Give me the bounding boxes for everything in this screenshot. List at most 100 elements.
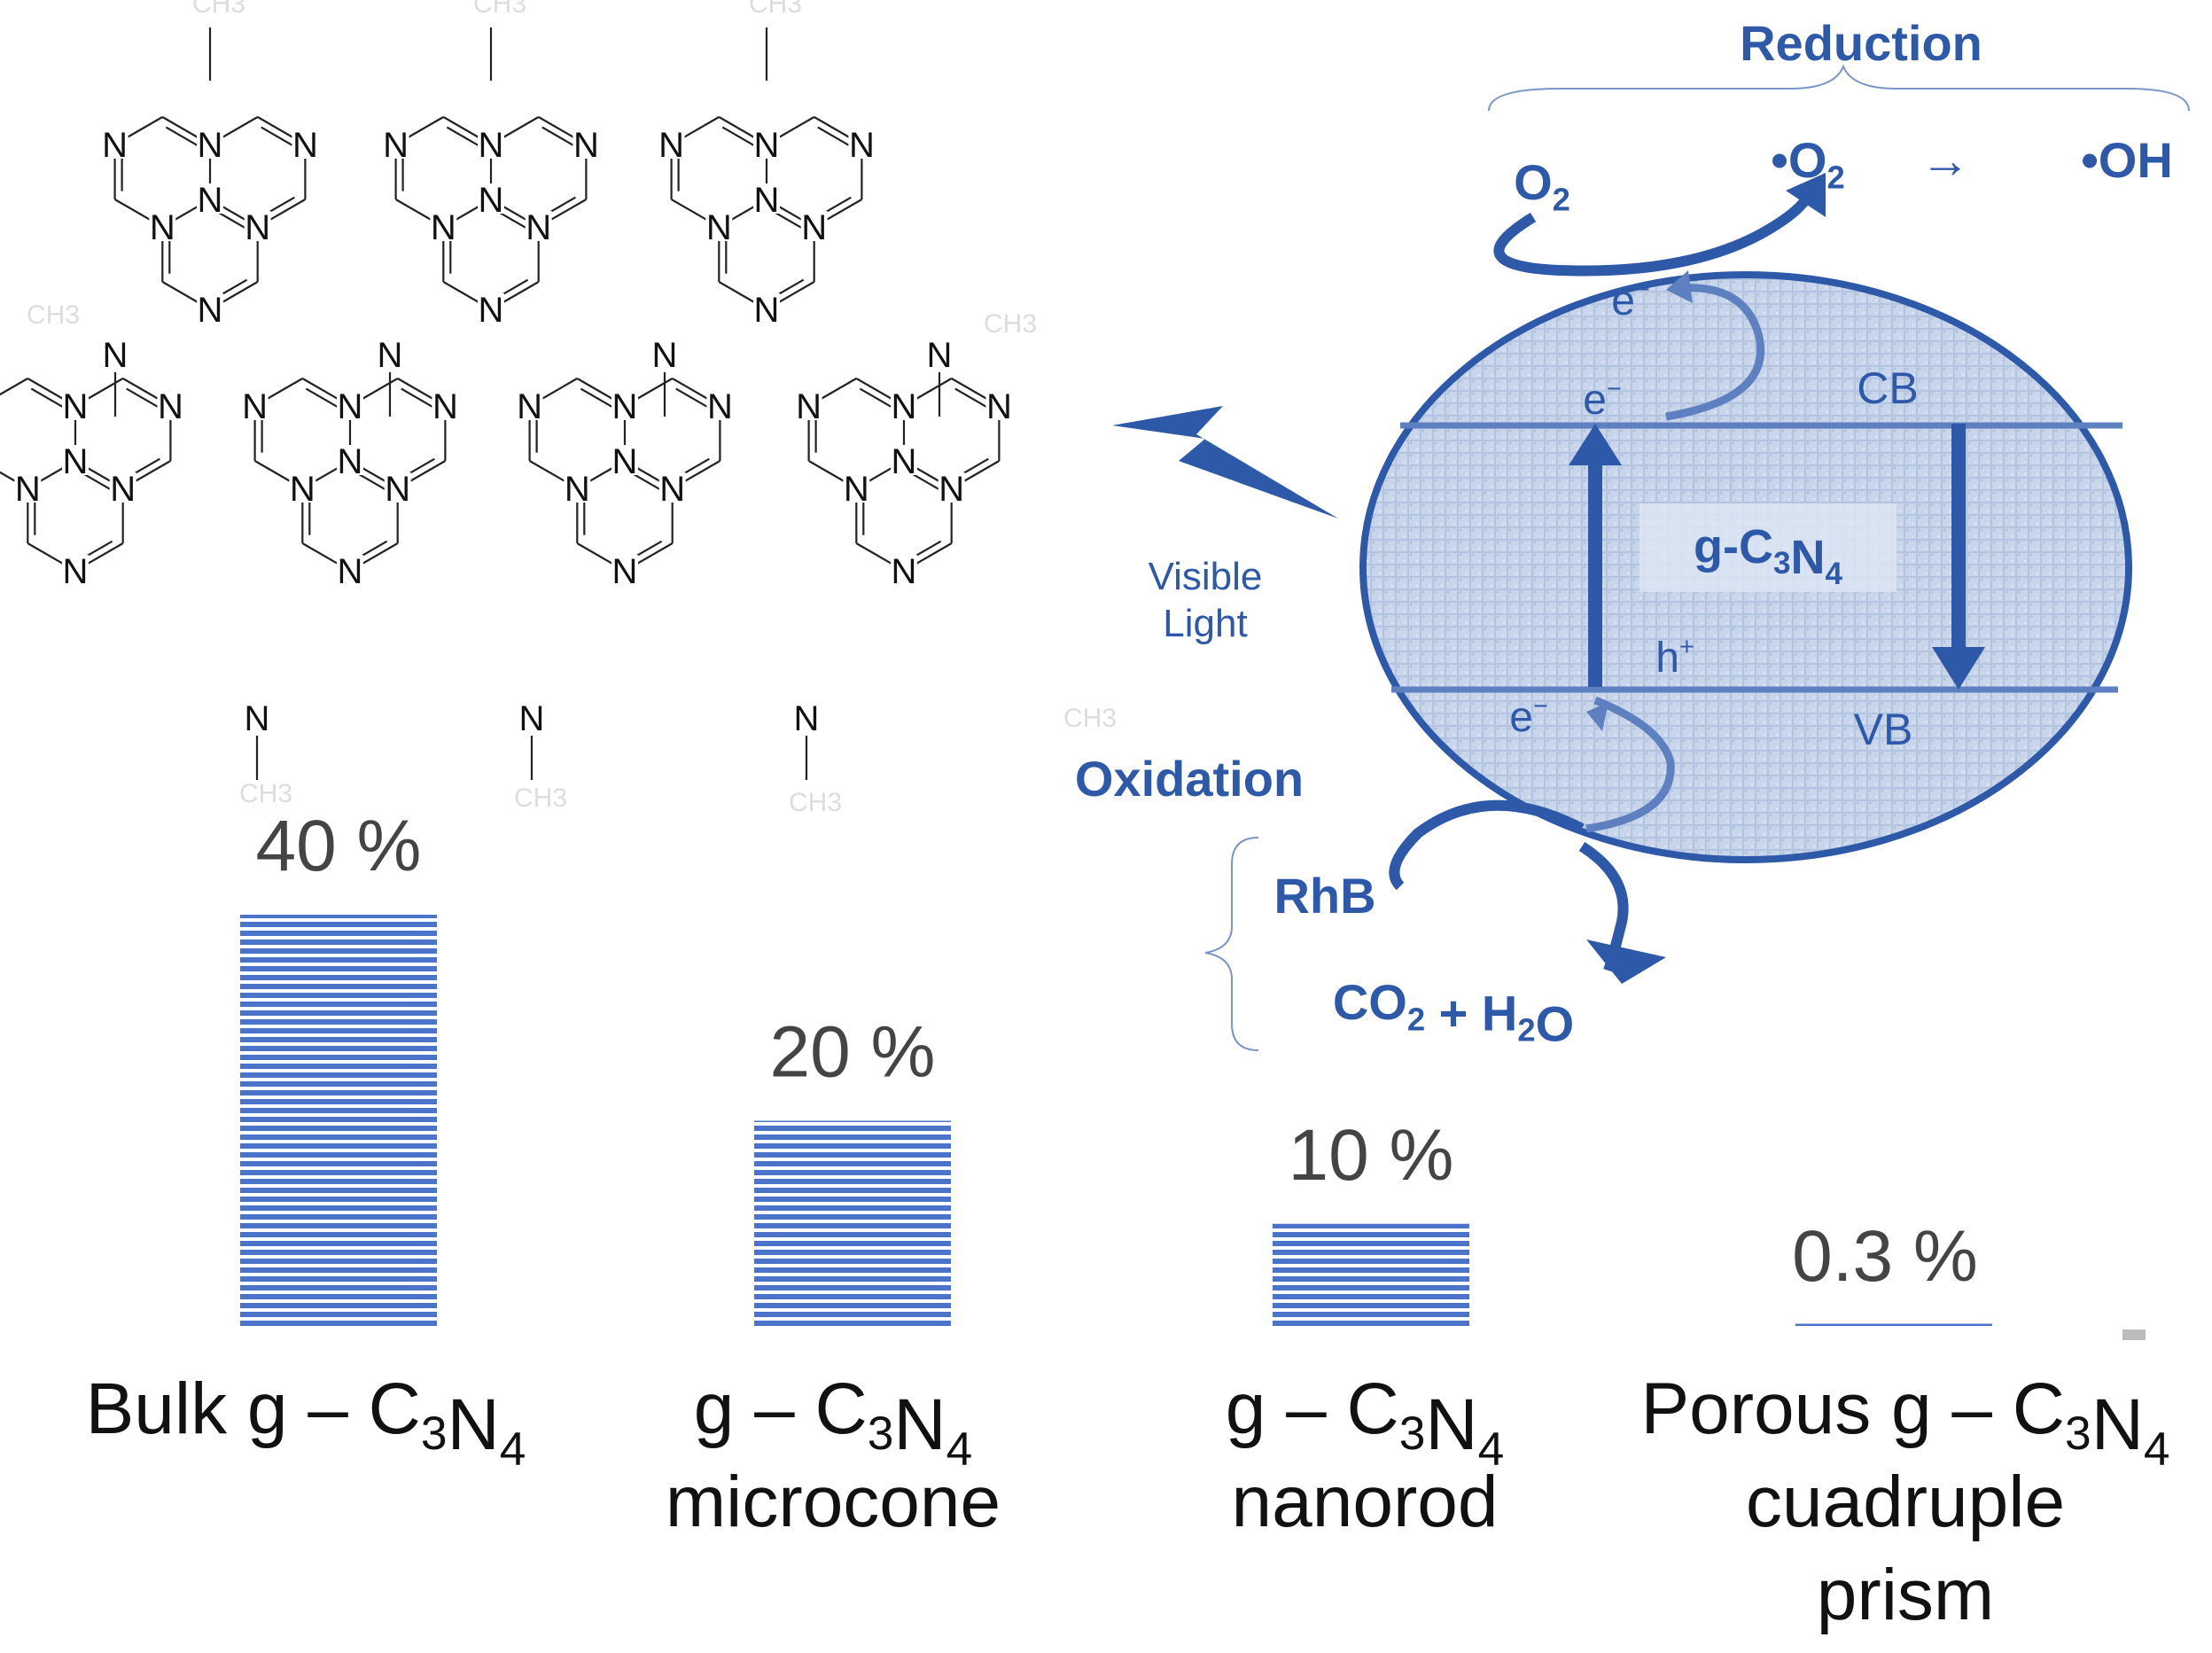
cb-label: CB (1857, 363, 1918, 413)
nitrogen-atom-label: N (526, 208, 551, 247)
nitrogen-atom-label: N (849, 126, 875, 165)
category-label: g – C3N4 (1226, 1368, 1505, 1476)
conversion-arrow: → (1920, 132, 1970, 188)
excitation-arrow-head (1569, 424, 1622, 465)
nitrogen-atom-label: N (385, 470, 410, 509)
double-bond (580, 387, 615, 409)
methyl-label: CH3 (789, 788, 842, 817)
nitrogen-atom-label: N (198, 181, 223, 220)
double-bond (126, 387, 160, 409)
double-bond (261, 126, 295, 148)
nitrogen-atom-label: N (102, 126, 128, 165)
bar (754, 1120, 951, 1327)
category-label: g – C3N4 (694, 1368, 973, 1476)
recombination-arrow-head (1932, 647, 1985, 690)
nitrogen-atom-label: N (245, 208, 270, 247)
bar-value-label: 40 % (256, 806, 422, 886)
nitrogen-atom-label: N (338, 552, 363, 591)
methyl-label: CH3 (984, 309, 1037, 339)
nitrogen-atom-label: N (15, 470, 41, 509)
category-label: nanorod (1232, 1462, 1499, 1542)
nitrogen-atom-label: N (986, 387, 1012, 426)
nitrogen-atom-label: N (801, 208, 827, 247)
nitrogen-atom-label: N (150, 208, 175, 247)
nitrogen-atom-label: N (659, 470, 685, 509)
electron-transfer-curve-top-head (1666, 270, 1693, 303)
hole-label: h+ (1655, 633, 1694, 682)
category-label: Bulk g – C3N4 (86, 1368, 526, 1476)
bond (0, 378, 28, 396)
methyl-label: CH3 (473, 0, 526, 19)
nitrogen-atom-label: N (754, 291, 780, 330)
nitrogen-atom-label: N (612, 552, 638, 591)
bar-marker (2122, 1329, 2146, 1340)
bridge-nitrogen-label: N (519, 699, 545, 738)
double-bond (541, 126, 576, 148)
electron-transfer-curve-top (1665, 284, 1765, 421)
methyl-label: CH3 (1063, 704, 1117, 733)
oxygen-reduction-arrow-head (1786, 173, 1826, 217)
rhb-oxidation-arrow-head (1586, 940, 1666, 984)
nitrogen-atom-label: N (612, 387, 638, 426)
nitrogen-atom-label: N (892, 442, 917, 481)
nitrogen-atom-label: N (565, 470, 590, 509)
visible-light-label-line2: Light (1163, 602, 1247, 645)
nitrogen-atom-label: N (198, 291, 223, 330)
reduction-brace (1488, 64, 2190, 112)
double-bond (954, 387, 989, 409)
methyl-label: CH3 (514, 784, 567, 813)
hydroxyl-label: •OH (2081, 132, 2173, 188)
bar-value-label: 0.3 % (1792, 1216, 1978, 1297)
nitrogen-atom-label: N (754, 181, 780, 220)
nitrogen-atom-label: N (431, 208, 456, 247)
nitrogen-atom-label: N (612, 442, 638, 481)
electron-transfer-curve-bottom (1585, 696, 1675, 833)
bar (1273, 1223, 1469, 1327)
nitrogen-atom-label: N (292, 126, 318, 165)
bar-value-label: 20 % (770, 1012, 936, 1093)
nitrogen-atom-label: N (432, 387, 458, 426)
category-label: prism (1817, 1555, 1994, 1635)
category-label: microcone (666, 1462, 1001, 1542)
o2-label: O2 (1514, 154, 1570, 217)
bridge-nitrogen-label: N (103, 336, 129, 375)
nitrogen-atom-label: N (706, 208, 732, 247)
catalyst-label: g-C3N4 (1694, 520, 1842, 591)
nitrogen-atom-label: N (844, 470, 869, 509)
double-bond (30, 387, 66, 409)
nitrogen-atom-label: N (892, 552, 917, 591)
double-bond (817, 126, 852, 148)
nitrogen-atom-label: N (754, 126, 780, 165)
bar (240, 915, 437, 1327)
bridge-nitrogen-label: N (794, 699, 820, 738)
nitrogen-atom-label: N (479, 181, 504, 220)
nitrogen-atom-label: N (63, 552, 89, 591)
methyl-label: CH3 (27, 300, 80, 330)
nitrogen-atom-label: N (198, 126, 223, 165)
nitrogen-atom-label: N (383, 126, 409, 165)
methyl-label: CH3 (749, 0, 802, 19)
nitrogen-atom-label: N (158, 387, 183, 426)
visible-light-label-line1: Visible (1149, 555, 1263, 598)
bridge-nitrogen-label: N (652, 336, 678, 375)
nitrogen-atom-label: N (939, 470, 964, 509)
double-bond (401, 387, 435, 409)
lightning-bolt-icon (1112, 406, 1338, 519)
nitrogen-atom-label: N (338, 387, 363, 426)
nitrogen-atom-label: N (242, 387, 268, 426)
products-label: CO2 + H2O (1333, 974, 1574, 1052)
nitrogen-atom-label: N (479, 291, 504, 330)
bar (1795, 1323, 1992, 1327)
rhb-label: RhB (1273, 868, 1375, 924)
nitrogen-atom-label: N (517, 387, 542, 426)
nitrogen-atom-label: N (338, 442, 363, 481)
nitrogen-atom-label: N (63, 387, 89, 426)
oxygen-reduction-arrow (1493, 184, 1818, 277)
double-bond (165, 126, 200, 148)
methyl-label: CH3 (192, 0, 245, 19)
double-bond (859, 387, 894, 409)
nitrogen-atom-label: N (892, 387, 917, 426)
